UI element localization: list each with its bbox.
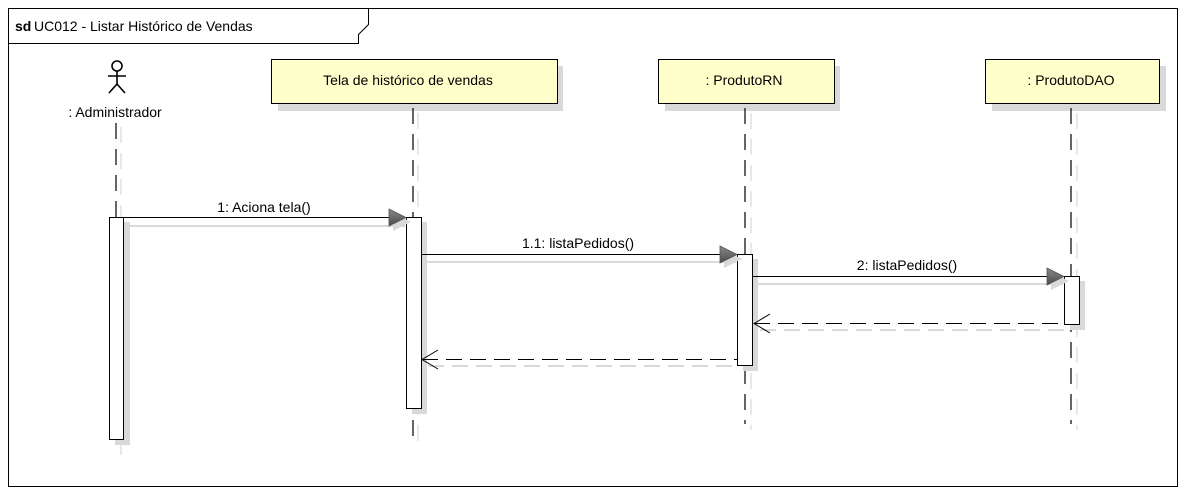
- activation-tela: [406, 217, 427, 414]
- message-label: 1: Aciona tela(): [217, 199, 310, 215]
- actor-label: : Administrador: [68, 104, 162, 120]
- message-aciona-tela: 1: Aciona tela(): [123, 199, 411, 231]
- participant-box: [658, 59, 835, 104]
- frame-title: UC012 - Listar Histórico de Vendas: [34, 18, 253, 34]
- open-arrowhead-icon: [421, 349, 439, 370]
- message-label: 1.1: listaPedidos(): [522, 235, 634, 251]
- activation-administrador: [109, 217, 130, 445]
- activation-produtodao: [1064, 276, 1085, 330]
- sync-arrowhead-icon: [1046, 267, 1065, 286]
- frame-keyword: sd: [15, 18, 31, 34]
- participant-tela: Tela de histórico de vendas: [271, 59, 563, 111]
- participant-label: Tela de histórico de vendas: [323, 72, 493, 88]
- return-message-rn-to-tela: [421, 349, 738, 370]
- stick-figure-icon: [108, 60, 126, 94]
- sync-arrowhead-icon: [719, 245, 738, 264]
- actor-administrador: : Administrador: [68, 60, 162, 120]
- activation-produtorn: [737, 254, 758, 371]
- participant-label: : ProdutoRN: [705, 72, 782, 88]
- message-lista-pedidos-2: 2: listaPedidos(): [752, 257, 1069, 290]
- frame-title-tab: [8, 8, 369, 44]
- participant-produtodao: : ProdutoDAO: [985, 59, 1166, 111]
- return-message-dao-to-rn: [753, 313, 1064, 334]
- sync-arrowhead-icon: [388, 208, 407, 227]
- open-arrowhead-icon: [753, 313, 771, 334]
- message-lista-pedidos-1-1: 1.1: listaPedidos(): [421, 235, 742, 268]
- participant-label: : ProdutoDAO: [1027, 72, 1114, 88]
- participant-box: [985, 59, 1160, 104]
- message-label: 2: listaPedidos(): [857, 257, 957, 273]
- participant-box: [271, 59, 558, 104]
- participant-produtorn: : ProdutoRN: [658, 59, 840, 111]
- diagram-frame: [8, 8, 1178, 487]
